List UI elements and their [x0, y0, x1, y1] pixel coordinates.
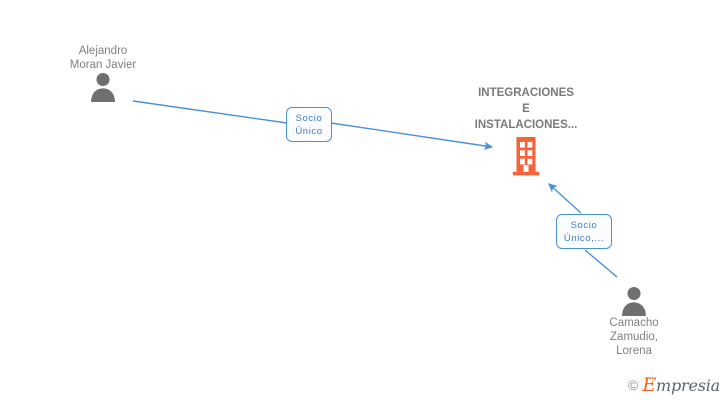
edge-label-to-company-top: [330, 122, 494, 150]
person-icon: [554, 286, 714, 316]
edge-person-top-to-label: [132, 100, 288, 124]
node-person-alejandro-moran-javier[interactable]: Alejandro Moran Javier: [23, 44, 183, 102]
person-icon: [23, 72, 183, 102]
brand-rest: mpresia: [656, 376, 720, 395]
building-icon: [452, 136, 600, 176]
brand-name: Empresia: [642, 374, 720, 396]
company-title: INTEGRACIONES E INSTALACIONES...: [474, 87, 578, 131]
copyright-icon: ©: [628, 377, 639, 393]
edge-label-socio-unico-bottom[interactable]: Socio Único,...: [556, 214, 612, 249]
edge-person-bottom-to-label: [584, 249, 618, 278]
person-label: Alejandro Moran Javier: [69, 45, 137, 71]
person-label: Camacho Zamudio, Lorena: [609, 317, 659, 357]
node-company-integraciones-e-instalaciones[interactable]: INTEGRACIONES E INSTALACIONES...: [452, 85, 600, 176]
brand-initial: E: [642, 374, 656, 396]
edge-label-to-company-bottom: [548, 183, 582, 214]
edge-label-socio-unico-top[interactable]: Socio Único: [286, 107, 332, 142]
node-person-camacho-zamudio-lorena[interactable]: Camacho Zamudio, Lorena: [554, 286, 714, 358]
empresia-watermark: © Empresia: [628, 374, 720, 396]
